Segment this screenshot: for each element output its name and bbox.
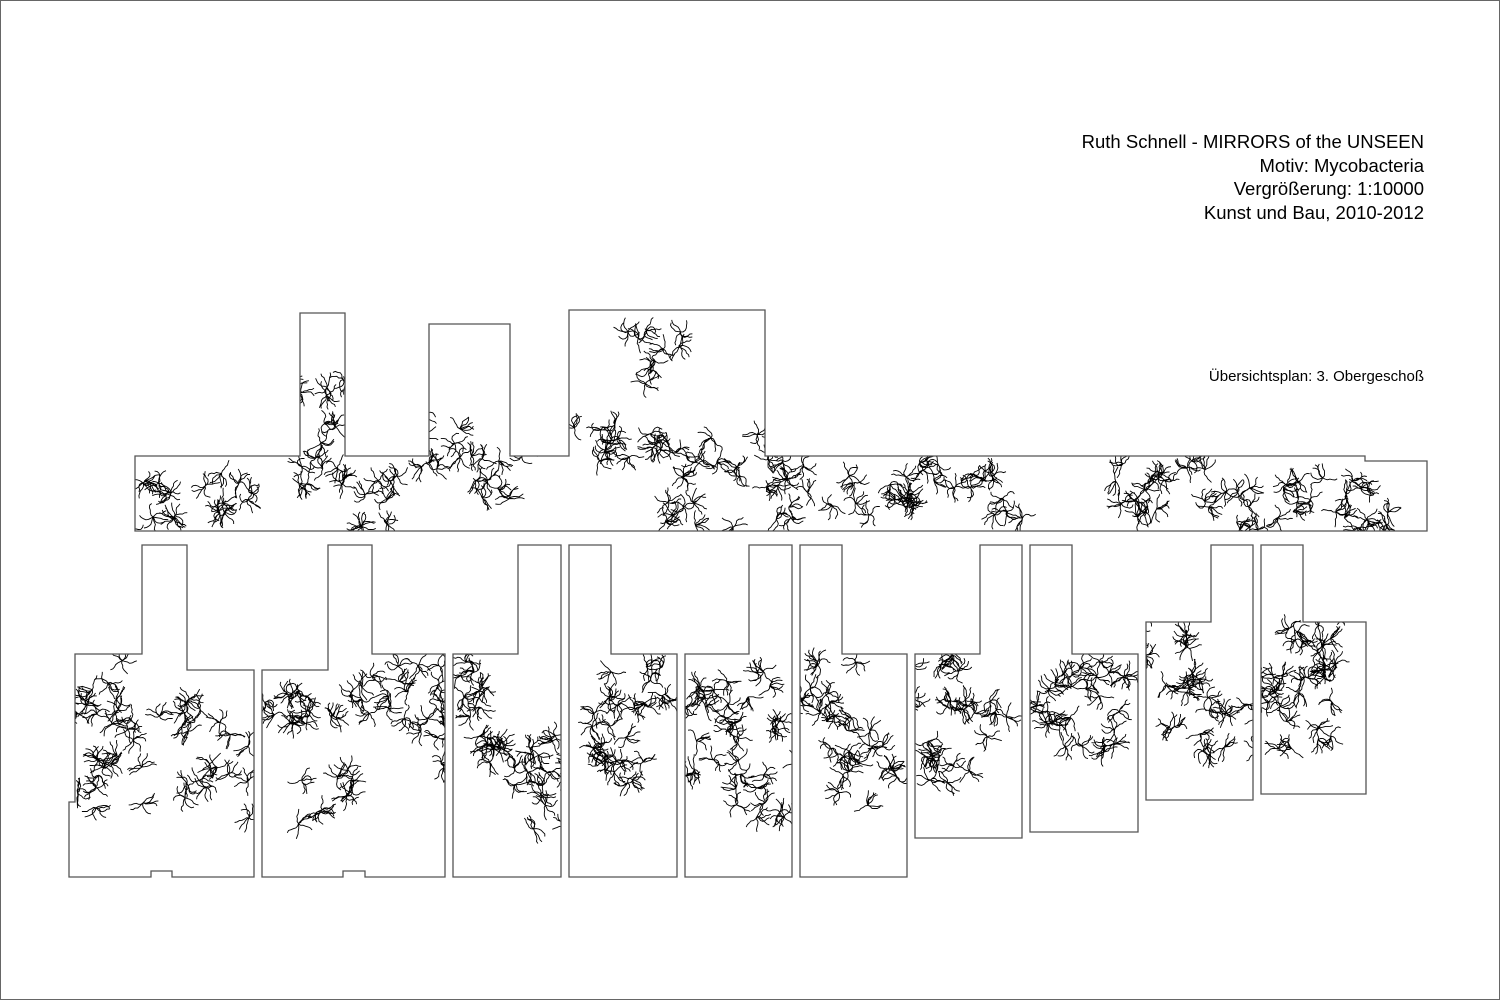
bacteria-strands	[685, 656, 792, 832]
room-8-outline	[1029, 544, 1139, 833]
plan-label: Übersichtsplan: 3. Obergeschoß	[1208, 368, 1424, 385]
room-8-bacteria-cluster	[1030, 649, 1138, 767]
room-6-outline	[799, 544, 908, 878]
room-9-outline	[1145, 544, 1254, 801]
room-2-bacteria-cluster	[262, 652, 445, 839]
title-block: Ruth Schnell - MIRRORS of the UNSEEN Mot…	[1082, 130, 1424, 224]
project-dates: Kunst und Bau, 2010-2012	[1203, 201, 1424, 223]
bacteria-strands	[578, 652, 677, 797]
bacteria-strands	[69, 648, 254, 833]
room-10-bacteria-cluster	[1261, 600, 1366, 759]
bacteria-strands	[262, 652, 445, 839]
room-10-outline	[1260, 544, 1367, 795]
room-1-bacteria-cluster	[69, 648, 254, 833]
corridor-outline	[134, 309, 1428, 532]
room-5-outline	[684, 544, 793, 878]
room-3-bacteria-cluster	[453, 647, 561, 844]
bacteria-strands	[800, 647, 907, 812]
bacteria-strands	[453, 647, 561, 844]
room-5-bacteria-cluster	[685, 656, 792, 832]
bacteria-strands	[1261, 600, 1366, 759]
room-3-outline	[452, 544, 562, 878]
room-4-outline	[568, 544, 678, 878]
artist-title: Ruth Schnell - MIRRORS of the UNSEEN	[1081, 131, 1424, 152]
magnification: Vergrößerung: 1:10000	[1233, 178, 1424, 199]
room-9-bacteria-cluster	[1146, 612, 1253, 769]
room-7-outline	[914, 544, 1023, 839]
motif: Motiv: Mycobacteria	[1259, 154, 1425, 176]
bacteria-layer	[69, 317, 1402, 844]
room-2-outline	[261, 544, 446, 878]
bacteria-strands	[135, 317, 1402, 531]
room-1-outline	[68, 544, 255, 878]
room-4-bacteria-cluster	[578, 652, 677, 797]
room-6-bacteria-cluster	[800, 647, 907, 812]
corridor-bacteria-cluster	[135, 317, 1402, 531]
bacteria-strands	[1146, 612, 1253, 769]
room-outlines	[68, 309, 1428, 878]
bacteria-strands	[1030, 649, 1138, 767]
